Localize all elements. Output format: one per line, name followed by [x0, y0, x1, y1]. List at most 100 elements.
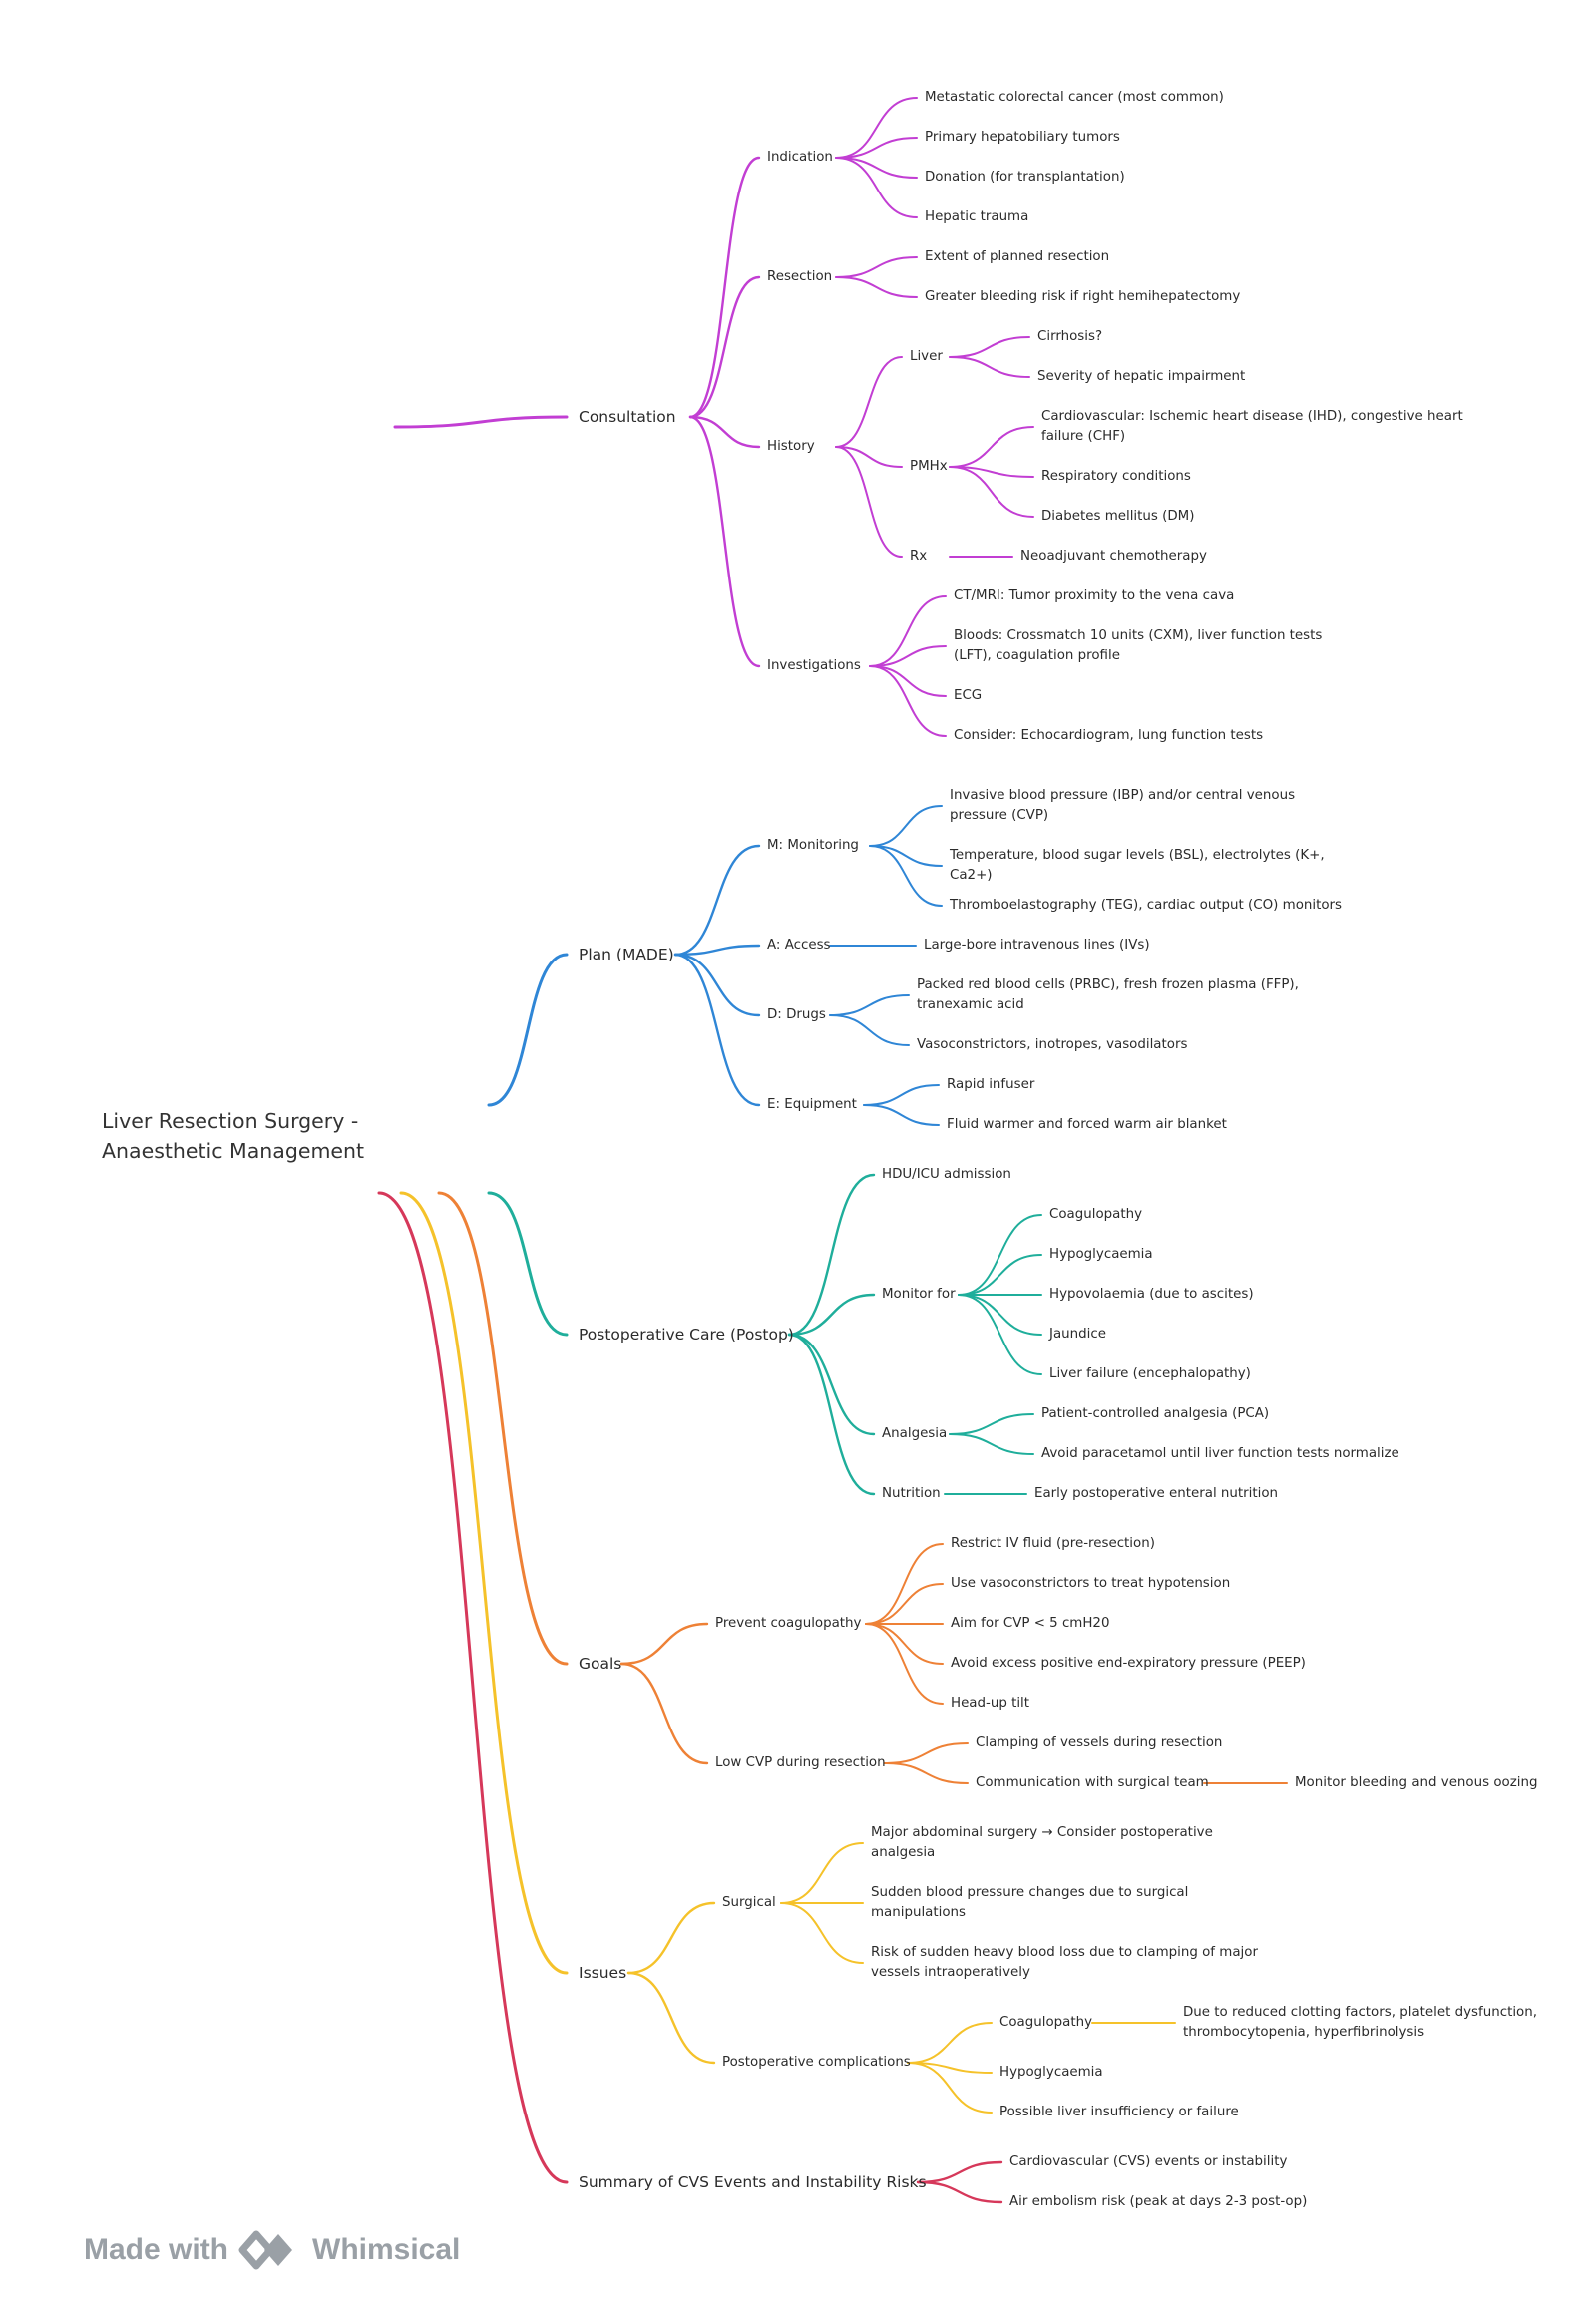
- detail-node[interactable]: Large-bore intravenous lines (IVs): [924, 938, 1150, 953]
- detail-node[interactable]: Sudden blood pressure changes due to sur…: [871, 1885, 1189, 1920]
- connector-line: [688, 156, 761, 419]
- detail-node[interactable]: Head-up tilt: [951, 1696, 1030, 1711]
- detail-node[interactable]: Avoid excess positive end-expiratory pre…: [951, 1656, 1306, 1671]
- connector-line: [949, 466, 1034, 518]
- made-with-text: Made with: [84, 2233, 229, 2266]
- detail-node[interactable]: Early postoperative enteral nutrition: [1034, 1486, 1279, 1501]
- connector-line: [399, 1191, 569, 1975]
- connector-line: [949, 336, 1030, 358]
- connector-line: [916, 2160, 1003, 2184]
- leaf-node[interactable]: Cardiovascular: Ischemic heart disease (…: [1041, 409, 1463, 444]
- connector-line: [437, 1191, 569, 1666]
- detail-node[interactable]: Vasoconstrictors, inotropes, vasodilator…: [917, 1037, 1188, 1052]
- subtopic-node[interactable]: Prevent coagulopathy: [715, 1616, 862, 1631]
- branch-goals[interactable]: Goals: [579, 1655, 622, 1673]
- detail-node[interactable]: CT/MRI: Tumor proximity to the vena cava: [954, 588, 1235, 603]
- connector-line: [780, 1842, 864, 1904]
- branch-issues[interactable]: Issues: [579, 1964, 627, 1982]
- subtopic-node[interactable]: HDU/ICU admission: [882, 1167, 1011, 1182]
- detail-node[interactable]: Avoid paracetamol until liver function t…: [1041, 1446, 1399, 1461]
- subtopic-node[interactable]: Air embolism risk (peak at days 2-3 post…: [1009, 2194, 1308, 2209]
- detail-node[interactable]: Packed red blood cells (PRBC), fresh fro…: [917, 977, 1299, 1012]
- detail-node[interactable]: Metastatic colorectal cancer (most commo…: [925, 90, 1224, 105]
- detail-node[interactable]: Use vasoconstrictors to treat hypotensio…: [951, 1576, 1231, 1591]
- connector-line: [780, 1902, 864, 1964]
- leaf-node[interactable]: Due to reduced clotting factors, platele…: [1183, 2005, 1537, 2040]
- subtopic-node[interactable]: A: Access: [767, 938, 831, 953]
- leaf-node[interactable]: Neoadjuvant chemotherapy: [1020, 549, 1207, 564]
- detail-node[interactable]: Liver: [910, 349, 943, 364]
- detail-node[interactable]: Risk of sudden heavy blood loss due to c…: [871, 1945, 1258, 1980]
- subtopic-node[interactable]: History: [767, 439, 815, 454]
- subtopic-node[interactable]: Analgesia: [882, 1426, 948, 1441]
- leaf-node[interactable]: Diabetes mellitus (DM): [1041, 509, 1195, 524]
- detail-node[interactable]: Possible liver insufficiency or failure: [999, 2105, 1239, 2119]
- subtopic-node[interactable]: Monitor for: [882, 1287, 956, 1302]
- detail-node[interactable]: Liver failure (encephalopathy): [1049, 1366, 1251, 1381]
- detail-node[interactable]: ECG: [954, 688, 983, 703]
- detail-node[interactable]: Major abdominal surgery → Consider posto…: [871, 1825, 1213, 1860]
- connector-line: [619, 1662, 709, 1765]
- detail-node[interactable]: Primary hepatobiliary tumors: [925, 130, 1120, 145]
- subtopic-node[interactable]: Cardiovascular (CVS) events or instabili…: [1009, 2154, 1288, 2169]
- leaf-node[interactable]: Monitor bleeding and venous oozing: [1295, 1775, 1538, 1790]
- detail-node[interactable]: Coagulopathy: [1049, 1207, 1143, 1222]
- detail-node[interactable]: Consider: Echocardiogram, lung function …: [954, 728, 1264, 743]
- branch-summary[interactable]: Summary of CVS Events and Instability Ri…: [579, 2173, 927, 2191]
- detail-node[interactable]: Clamping of vessels during resection: [976, 1735, 1223, 1750]
- leaf-node[interactable]: Respiratory conditions: [1041, 469, 1191, 484]
- connector-line: [619, 1622, 709, 1666]
- detail-node[interactable]: Coagulopathy: [999, 2015, 1093, 2030]
- connector-line: [393, 415, 569, 429]
- made-with-whimsical-badge[interactable]: Made with Whimsical: [84, 2230, 460, 2270]
- connector-line: [916, 2180, 1003, 2204]
- connector-line: [835, 97, 918, 159]
- connector-line: [673, 844, 761, 957]
- detail-node[interactable]: Invasive blood pressure (IBP) and/or cen…: [950, 788, 1296, 823]
- detail-node[interactable]: Thromboelastography (TEG), cardiac outpu…: [950, 898, 1343, 913]
- connector-line: [949, 426, 1034, 468]
- detail-node[interactable]: Rapid infuser: [947, 1077, 1035, 1092]
- detail-node[interactable]: Restrict IV fluid (pre-resection): [951, 1536, 1155, 1551]
- detail-node[interactable]: Donation (for transplantation): [925, 170, 1125, 185]
- detail-node[interactable]: Hypovolaemia (due to ascites): [1049, 1287, 1254, 1302]
- connector-line: [869, 665, 947, 697]
- subtopic-node[interactable]: Low CVP during resection: [715, 1755, 886, 1770]
- detail-node[interactable]: Rx: [910, 549, 928, 564]
- detail-node[interactable]: Bloods: Crossmatch 10 units (CXM), liver…: [954, 628, 1323, 663]
- detail-node[interactable]: Temperature, blood sugar levels (BSL), e…: [950, 848, 1325, 883]
- detail-node[interactable]: Greater bleeding risk if right hemihepat…: [925, 289, 1241, 304]
- connector-line: [688, 275, 761, 419]
- detail-node[interactable]: Aim for CVP < 5 cmH20: [951, 1616, 1110, 1631]
- subtopic-node[interactable]: Investigations: [767, 658, 861, 673]
- leaf-node[interactable]: Cirrhosis?: [1037, 329, 1103, 344]
- subtopic-node[interactable]: Surgical: [722, 1895, 776, 1910]
- branch-plan[interactable]: Plan (MADE): [579, 946, 674, 963]
- connector-line: [863, 1104, 940, 1126]
- detail-node[interactable]: Extent of planned resection: [925, 249, 1110, 264]
- detail-node[interactable]: Communication with surgical team: [976, 1775, 1209, 1790]
- detail-node[interactable]: Hypoglycaemia: [999, 2065, 1103, 2080]
- detail-node[interactable]: Fluid warmer and forced warm air blanket: [947, 1117, 1227, 1132]
- subtopic-node[interactable]: E: Equipment: [767, 1097, 857, 1112]
- leaf-node[interactable]: Severity of hepatic impairment: [1037, 369, 1246, 384]
- detail-node[interactable]: Patient-controlled analgesia (PCA): [1041, 1406, 1270, 1421]
- connector-line: [865, 1583, 944, 1625]
- subtopic-node[interactable]: Indication: [767, 150, 833, 165]
- detail-node[interactable]: Hepatic trauma: [925, 209, 1029, 224]
- connector-line: [835, 446, 903, 468]
- subtopic-node[interactable]: D: Drugs: [767, 1007, 826, 1022]
- connector-line: [865, 1543, 944, 1625]
- subtopic-node[interactable]: M: Monitoring: [767, 838, 859, 853]
- connector-line: [869, 805, 943, 847]
- connector-line: [835, 157, 918, 179]
- detail-node[interactable]: PMHx: [910, 459, 948, 474]
- detail-node[interactable]: Hypoglycaemia: [1049, 1247, 1153, 1262]
- branch-consultation[interactable]: Consultation: [579, 408, 676, 426]
- branch-postop[interactable]: Postoperative Care (Postop): [579, 1326, 794, 1344]
- detail-node[interactable]: Jaundice: [1049, 1327, 1106, 1342]
- subtopic-node[interactable]: Postoperative complications: [722, 2055, 911, 2070]
- subtopic-node[interactable]: Nutrition: [882, 1486, 941, 1501]
- connector-line: [884, 1742, 969, 1764]
- subtopic-node[interactable]: Resection: [767, 269, 833, 284]
